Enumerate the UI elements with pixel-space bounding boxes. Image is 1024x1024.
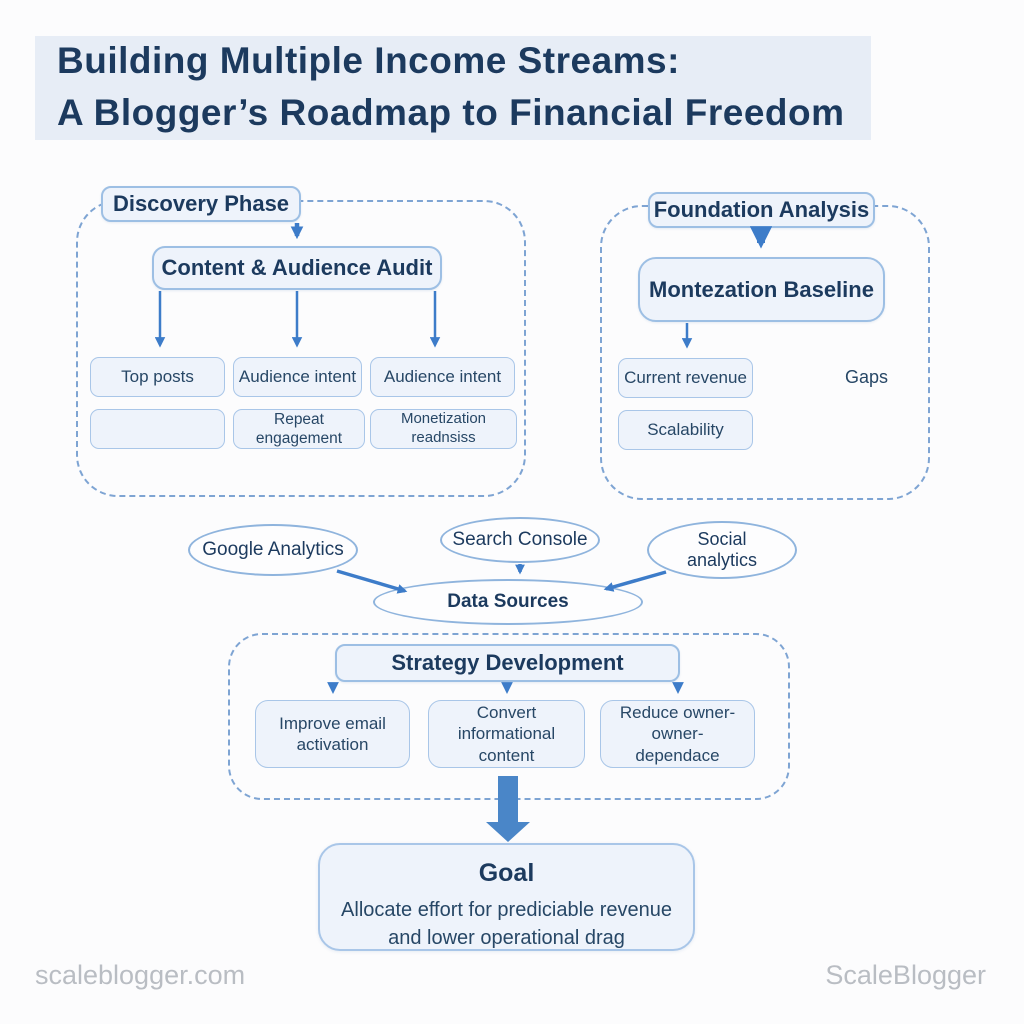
top-posts-node: Top posts: [90, 357, 225, 397]
social-analytics-node: Social analytics: [647, 521, 797, 579]
top-posts-label: Top posts: [121, 367, 194, 387]
google-analytics-node: Google Analytics: [188, 524, 358, 576]
improve-email-activation-label: Improve email activation: [279, 713, 386, 754]
audience-intent-label-1: Audience intent: [238, 367, 357, 387]
empty-node: [90, 409, 225, 449]
data-sources-node: Data Sources: [373, 579, 643, 625]
strategy-development-header: Strategy Development: [335, 644, 680, 682]
reduce-owner-dependence-label: Reduce owner- owner-dependace: [619, 703, 736, 765]
discovery-phase-header-label: Discovery Phase: [112, 191, 290, 216]
page-title-line1: Building Multiple Income Streams:: [35, 36, 871, 88]
goal-node: Goal Allocate effort for prediciable rev…: [318, 843, 695, 951]
foundation-analysis-header-label: Foundation Analysis: [653, 197, 870, 222]
monetization-baseline-label: Montezation Baseline: [649, 276, 874, 302]
goal-body-line1: Allocate effort for prediciable revenue: [341, 899, 672, 921]
footer-site-url: scaleblogger.com: [35, 960, 246, 990]
page-title: Building Multiple Income Streams: A Blog…: [35, 36, 871, 140]
foundation-analysis-container: [600, 205, 930, 500]
audience-intent-node-1: Audience intent: [233, 357, 362, 397]
data-sources-label: Data Sources: [447, 591, 569, 613]
current-revenue-label: Current revenue: [624, 368, 747, 388]
improve-email-activation-node: Improve email activation: [255, 700, 410, 768]
discovery-phase-header: Discovery Phase: [101, 186, 301, 222]
convert-informational-content-node: Convert informational content: [428, 700, 585, 768]
repeat-engagement-node: Repeat engagement: [233, 409, 365, 449]
goal-title: Goal: [478, 859, 535, 887]
audience-intent-label-2: Audience intent: [383, 367, 502, 387]
repeat-engagement-label: Repeat engagement: [255, 410, 343, 447]
google-analytics-label: Google Analytics: [202, 539, 344, 561]
arrow-social-analytics-to-data-sources: [603, 570, 667, 592]
monetization-readiness-node: Monetization readnsiss: [370, 409, 517, 449]
footer-brand-name: ScaleBlogger: [825, 960, 986, 990]
monetization-readiness-label: Monetization readnsiss: [400, 410, 487, 446]
content-audience-audit-label: Content & Audience Audit: [161, 255, 433, 280]
reduce-owner-dependence-node: Reduce owner- owner-dependace: [600, 700, 755, 768]
social-analytics-label: Social analytics: [686, 529, 758, 570]
arrow-google-analytics-to-data-sources: [336, 569, 408, 594]
goal-body-line2: and lower operational drag: [388, 927, 625, 949]
scalability-node: Scalability: [618, 410, 753, 450]
strategy-development-header-label: Strategy Development: [391, 650, 624, 675]
content-audience-audit-node: Content & Audience Audit: [152, 246, 442, 290]
convert-informational-content-label: Convert informational content: [457, 703, 556, 765]
discovery-phase-container: [76, 200, 526, 497]
foundation-analysis-header: Foundation Analysis: [648, 192, 875, 228]
monetization-baseline-node: Montezation Baseline: [638, 257, 885, 322]
gaps-label: Gaps: [845, 367, 889, 387]
search-console-label: Search Console: [452, 529, 588, 551]
page-title-line2: A Blogger’s Roadmap to Financial Freedom: [35, 88, 871, 140]
scalability-label: Scalability: [647, 420, 724, 440]
audience-intent-node-2: Audience intent: [370, 357, 515, 397]
search-console-node: Search Console: [440, 517, 600, 563]
current-revenue-node: Current revenue: [618, 358, 753, 398]
